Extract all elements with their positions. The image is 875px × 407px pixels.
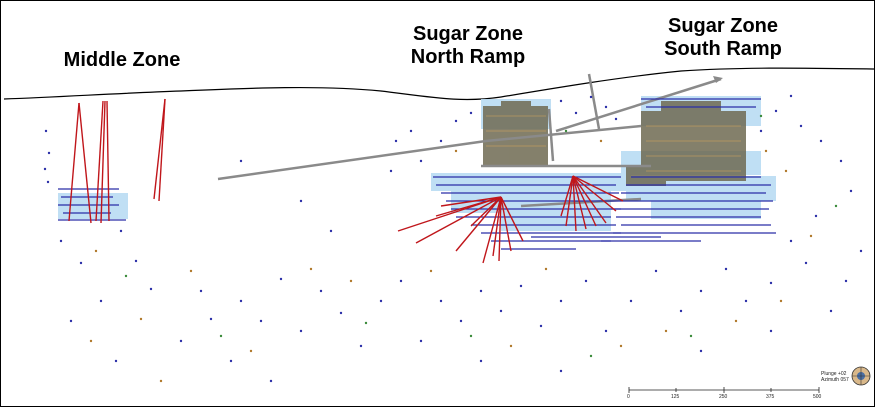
north-ramp-label: Sugar Zone North Ramp [393,23,543,69]
drillholes [68,98,624,264]
ramp-arrowhead [713,76,723,83]
north-ramp-label-line2: North Ramp [410,46,526,68]
south-ramp-label-line2: South Ramp [664,38,782,60]
scale-tick-500: 500 [813,394,822,400]
south-ramp-label: Sugar Zone South Ramp [648,15,798,61]
south-ramp-label-line1: Sugar Zone [667,15,778,37]
plunge-readout: Plunge +02 [821,371,847,377]
scale-bar [628,387,820,393]
ramp-development [217,73,722,208]
intercept-points [43,94,863,383]
scale-tick-375: 375 [766,394,775,400]
scale-tick-125: 125 [671,394,680,400]
scale-tick-250: 250 [719,394,728,400]
north-ramp-label-line1: Sugar Zone [412,23,523,45]
azimuth-readout: Azimuth 057 [821,377,849,383]
workings-texture [486,115,741,172]
middle-zone-label: Middle Zone [63,49,181,71]
surface-profile [3,67,874,101]
orientation-readout: Plunge +02 Azimuth 057 [821,371,849,383]
scale-tick-0: 0 [627,394,630,400]
orientation-compass-icon [851,366,871,386]
